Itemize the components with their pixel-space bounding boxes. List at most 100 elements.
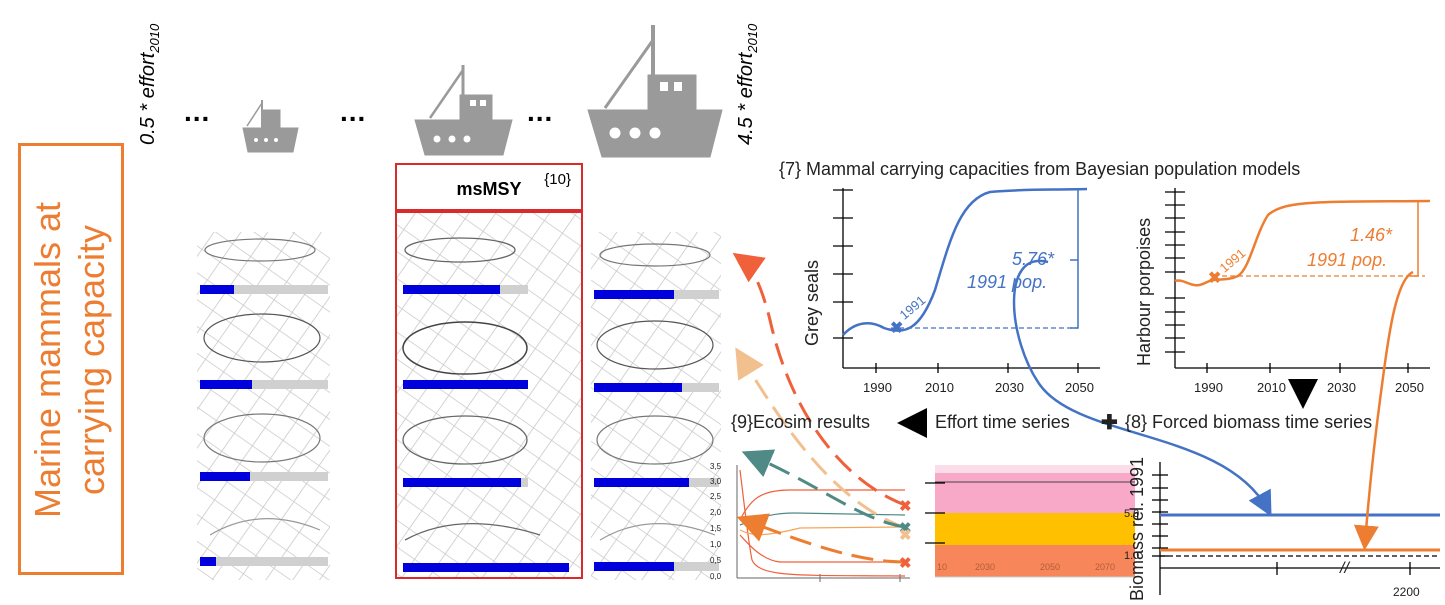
grey-seals-curve <box>842 187 1088 336</box>
shrimp-sketch <box>209 518 321 536</box>
bar-bg <box>200 285 328 294</box>
catch-bar <box>200 285 234 294</box>
gs-xtick: 2010 <box>925 380 954 395</box>
ecosim-to-cod-arrow <box>732 252 906 507</box>
ecosim-results-chart <box>736 465 910 582</box>
effort-low-text: 0.5 * effort <box>137 52 159 145</box>
effort-xtick: 2050 <box>1040 562 1061 572</box>
grey-seals-ylabel: Grey seals <box>802 259 822 346</box>
bracket <box>1410 200 1419 277</box>
harbour-porpoises-curve <box>1174 199 1431 287</box>
ecosim-ytick: 1,0 <box>710 540 722 549</box>
harbour-ylabel: Harbour porpoises <box>1134 217 1154 366</box>
scenario-frame <box>18 143 124 575</box>
ecosim-ytick: 1,5 <box>710 524 722 533</box>
ecosim-ytick: 3,0 <box>710 477 722 486</box>
grey-seals-annot-2: 1991 pop. <box>967 272 1048 292</box>
ecosim-to-shrimp-arrow <box>736 513 906 564</box>
hp-xtick: 1990 <box>1194 380 1223 395</box>
ecosim-ytick: 0,0 <box>710 572 722 581</box>
scenario-label: Marine mammals at carrying capacity <box>26 202 114 518</box>
harbour-annot-1: 1.46* <box>1350 225 1393 245</box>
catch-bar <box>200 557 216 566</box>
y-ticks <box>833 189 853 339</box>
marker-1991: ✖ <box>890 320 903 337</box>
effort-high-text: 4.5 * effort <box>735 52 757 145</box>
plaice-sketch <box>596 320 714 370</box>
harbour-porpoises-chart: ✖ <box>1165 188 1431 373</box>
svg-text:✖: ✖ <box>899 555 912 572</box>
effort-band-3 <box>935 545 1135 577</box>
cod-sketch <box>404 237 516 263</box>
flounder-sketch <box>402 415 528 465</box>
catch-bar <box>200 472 250 481</box>
ellipsis: ... <box>184 96 211 127</box>
shrimp-sketch <box>599 523 716 541</box>
marker-1991: ✖ <box>1208 270 1221 287</box>
catch-bar <box>403 285 500 294</box>
gs-xtick: 2030 <box>995 380 1024 395</box>
catch-bar <box>403 478 521 487</box>
hp-xtick: 2030 <box>1327 380 1356 395</box>
catch-bar <box>594 290 674 299</box>
x-ticks <box>875 363 1079 373</box>
cod-sketch <box>204 238 316 262</box>
cod-sketch <box>599 243 711 267</box>
gs-xtick: 1990 <box>863 380 892 395</box>
ecosim-to-flounder-arrow <box>741 449 906 529</box>
ecosim-ytick: 2,0 <box>710 508 722 517</box>
effort-high-label: 4.5 * effort2010 <box>735 24 760 145</box>
plaice-sketch <box>402 321 528 375</box>
effort-band-1 <box>935 473 1135 513</box>
plus-icon: ✚ <box>1101 412 1118 434</box>
effort-xtick: 10 <box>937 562 948 572</box>
msmsy-ref: {10} <box>544 171 571 188</box>
fish-panel-right <box>591 232 721 580</box>
bracket <box>1070 188 1079 329</box>
catch-bar <box>200 380 252 389</box>
effort-chart <box>925 465 1135 578</box>
effort-low-sub: 2010 <box>147 23 162 53</box>
y-ticks <box>1165 191 1185 353</box>
effort-high-sub: 2010 <box>745 23 760 53</box>
effort-ts-title: Effort time series <box>935 412 1070 432</box>
scenario-label-line2: carrying capacity <box>71 224 112 496</box>
grey-seals-chart: ✖ <box>833 187 1100 373</box>
x-ticks <box>1206 363 1409 373</box>
bar-bg <box>200 557 328 566</box>
grey-seals-annot-1: 5.76* <box>1012 249 1055 269</box>
effort-band-2 <box>935 513 1135 545</box>
svg-text:✖: ✖ <box>899 498 912 515</box>
svg-text:✖: ✖ <box>899 520 912 537</box>
ecosim-title: {9}Ecosim results <box>731 412 871 432</box>
ellipsis: ... <box>340 96 367 127</box>
harbour-annot-2: 1991 pop. <box>1307 250 1388 270</box>
msmsy-header: msMSY {10} <box>395 163 583 211</box>
flounder-sketch <box>596 415 714 465</box>
biomass-xtick: 2200 <box>1393 585 1420 599</box>
hp-xtick: 2050 <box>1395 380 1424 395</box>
trawler-icon-small <box>242 100 299 153</box>
flounder-sketch <box>203 413 321 463</box>
catch-bar <box>594 478 689 487</box>
effort-xtick: 2030 <box>975 562 996 572</box>
biomass-ylabel: Biomass rel. 1991 <box>1127 456 1147 601</box>
plaice-sketch <box>203 313 321 363</box>
biomass-ytick: 1.0 <box>1124 550 1140 562</box>
porpoises-to-forcing-arrow <box>1353 270 1414 551</box>
ecosim-ytick: 2,5 <box>710 492 722 501</box>
ecosim-ytick: 3,5 <box>710 462 722 471</box>
fish-panel-msmsy <box>397 213 581 577</box>
ecosim-ytick: 0,5 <box>710 556 722 565</box>
fish-panel-left <box>197 232 330 580</box>
msmsy-label: msMSY <box>456 179 522 199</box>
ellipsis: ... <box>527 96 554 127</box>
catch-bar <box>403 380 528 389</box>
effort-low-label: 0.5 * effort2010 <box>137 24 162 145</box>
seals-to-forcing-arrow <box>1012 259 1272 517</box>
trawler-icon-medium <box>414 65 513 156</box>
section7-title: {7} Mammal carrying capacities from Baye… <box>779 159 1301 179</box>
axis-break: // <box>1340 560 1349 577</box>
msmsy-frame <box>395 211 583 579</box>
